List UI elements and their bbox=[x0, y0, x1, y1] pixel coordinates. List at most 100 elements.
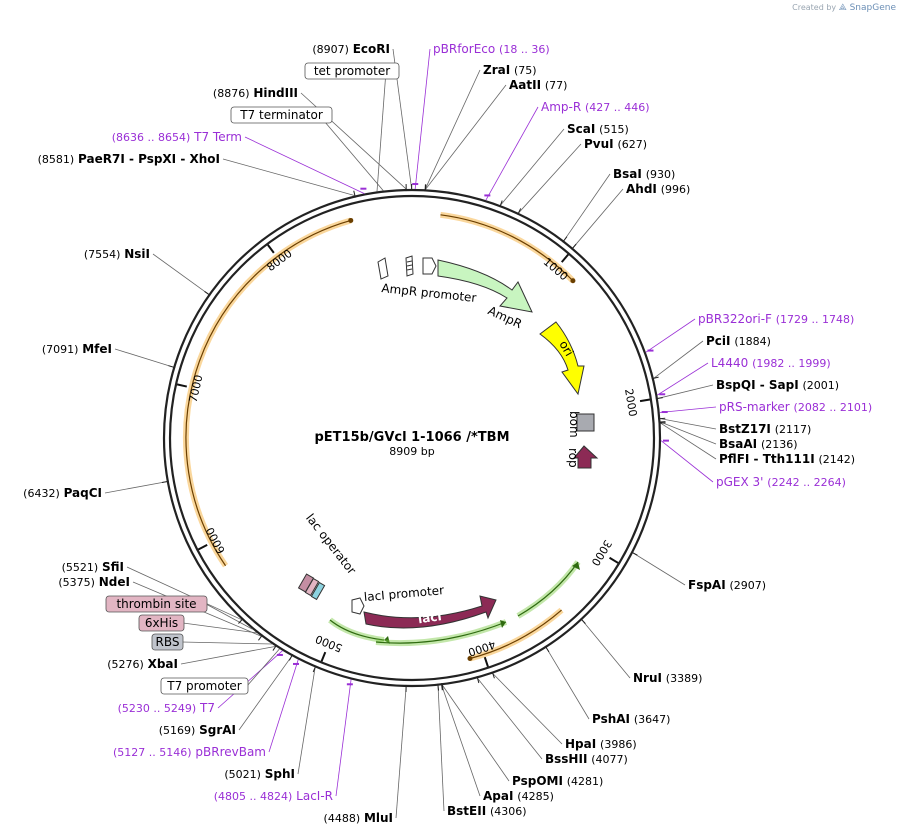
svg-text:(5127 .. 5146) pBRrevBam: (5127 .. 5146) pBRrevBam bbox=[113, 745, 266, 759]
svg-text:(8581) PaeR7I - PspXI -: (8581) PaeR7I - PspXI - XhoI bbox=[38, 152, 220, 166]
feature-box-t7-promoter[interactable]: T7 promoter bbox=[160, 677, 249, 695]
enzyme-ahdi[interactable]: AhdI (996) bbox=[626, 182, 690, 196]
enzyme-paer7i-pspxi-xhoi[interactable]: (8581) PaeR7I - PspXI - XhoI bbox=[38, 152, 220, 166]
primer-t7-term[interactable]: (8636 .. 8654) T7 Term bbox=[112, 130, 242, 144]
enzyme-pvui-name: PvuI bbox=[584, 137, 614, 151]
primer-prs-marker-range: (2082 .. 2101) bbox=[794, 401, 873, 414]
enzyme-paqci[interactable]: (6432) PaqCI bbox=[23, 486, 102, 500]
feature-box-tet-promoter[interactable]: tet promoter bbox=[304, 62, 400, 80]
snapgene-credit: Created by ⟁ SnapGene bbox=[792, 3, 896, 13]
primer-l4440[interactable]: L4440 (1982 .. 1999) bbox=[711, 356, 831, 370]
enzyme-nrui-position: (3389) bbox=[666, 672, 703, 685]
svg-text:BsaI (930): BsaI (930) bbox=[613, 167, 675, 181]
enzyme-pvui[interactable]: PvuI (627) bbox=[584, 137, 647, 151]
primer-pbrforeco[interactable]: pBRforEco (18 .. 36) bbox=[433, 42, 550, 56]
enzyme-bsteii-name: BstEII bbox=[447, 804, 486, 818]
feature-box-thrombin-site[interactable]: thrombin site bbox=[105, 595, 208, 613]
feature-box-t7-terminator[interactable]: T7 terminator bbox=[230, 106, 333, 124]
enzyme-hpai[interactable]: HpaI (3986) bbox=[565, 737, 637, 751]
bom-label: bom bbox=[567, 411, 581, 438]
green-feature-3[interactable] bbox=[516, 560, 581, 619]
feature-box-6xhis[interactable]: 6xHis bbox=[138, 614, 185, 632]
primer-amp-r[interactable]: Amp-R (427 .. 446) bbox=[541, 100, 650, 114]
enzyme-xbai-name: XbaI bbox=[148, 657, 178, 671]
enzyme-nrui[interactable]: NruI (3389) bbox=[633, 671, 702, 685]
feature-box-rbs[interactable]: RBS bbox=[151, 633, 184, 651]
enzyme-mlui[interactable]: (4488) MluI bbox=[324, 811, 393, 825]
enzyme-mfei[interactable]: (7091) MfeI bbox=[42, 342, 112, 356]
primer-pgex-3-name: pGEX 3' bbox=[716, 475, 763, 489]
snapgene-logo-icon: ⟁ SnapGene bbox=[838, 3, 896, 13]
enzyme-pcii-name: PciI bbox=[706, 334, 731, 348]
enzyme-ndei[interactable]: (5375) NdeI bbox=[58, 575, 130, 589]
primer-pbr322ori-f[interactable]: pBR322ori-F (1729 .. 1748) bbox=[698, 312, 854, 326]
primer-l4440-name: L4440 bbox=[711, 356, 748, 370]
enzyme-pflfi-tth111i[interactable]: PflFI - Tth111I (2142) bbox=[719, 452, 855, 466]
primer-laci-r[interactable]: (4805 .. 4824) LacI-R bbox=[214, 789, 333, 803]
enzyme-pspomi-position: (4281) bbox=[567, 775, 604, 788]
enzyme-sgrai[interactable]: (5169) SgrAI bbox=[159, 723, 236, 737]
enzyme-xbai[interactable]: (5276) XbaI bbox=[107, 657, 178, 671]
enzyme-aatii[interactable]: AatII (77) bbox=[509, 78, 567, 92]
enzyme-sphi-name: SphI bbox=[265, 767, 295, 781]
svg-text:L4440 (1982 .. 1999): L4440 (1982 .. 1999) bbox=[711, 356, 831, 370]
enzyme-nsii[interactable]: (7554) NsiI bbox=[84, 247, 150, 261]
laci-feature[interactable] bbox=[363, 595, 497, 629]
enzyme-ahdi-name: AhdI bbox=[626, 182, 657, 196]
svg-text:AatII (77): AatII (77) bbox=[509, 78, 567, 92]
svg-text:(4488) MluI: (4488) MluI bbox=[324, 811, 393, 825]
enzyme-zrai[interactable]: ZraI (75) bbox=[483, 63, 537, 77]
primer-t7[interactable]: (5230 .. 5249) T7 bbox=[118, 701, 215, 715]
enzyme-bsteii[interactable]: BstEII (4306) bbox=[447, 804, 527, 818]
t7-terminator-glyph bbox=[405, 255, 414, 277]
enzyme-ecori-name: EcoRI bbox=[353, 42, 390, 56]
tick-label-3000: 3000 bbox=[589, 537, 615, 568]
enzyme-sphi[interactable]: (5021) SphI bbox=[224, 767, 295, 781]
enzyme-fspai[interactable]: FspAI (2907) bbox=[688, 578, 766, 592]
enzyme-mlui-name: MluI bbox=[364, 811, 393, 825]
feature-box-6xhis-label: 6xHis bbox=[145, 616, 178, 630]
enzyme-bspqi-sapi-position: (2001) bbox=[803, 379, 840, 392]
primer-amp-r-name: Amp-R bbox=[541, 100, 581, 114]
svg-text:(8907) EcoRI: (8907) EcoRI bbox=[312, 42, 390, 56]
primer-pbrrevbam[interactable]: (5127 .. 5146) pBRrevBam bbox=[113, 745, 266, 759]
enzyme-bspqi-sapi[interactable]: BspQI - SapI (2001) bbox=[716, 378, 839, 392]
ori-feature[interactable] bbox=[539, 321, 585, 396]
lac-operator-feature[interactable] bbox=[297, 573, 326, 601]
ampr-promoter-feature[interactable] bbox=[422, 257, 437, 275]
bom-feature[interactable] bbox=[576, 413, 595, 432]
svg-text:BsaAI (2136): BsaAI (2136) bbox=[719, 437, 798, 451]
enzyme-apai[interactable]: ApaI (4285) bbox=[483, 789, 554, 803]
enzyme-sfii-name: SfiI bbox=[102, 560, 124, 574]
rop-feature[interactable] bbox=[572, 445, 599, 469]
enzyme-pspomi[interactable]: PspOMI (4281) bbox=[512, 774, 603, 788]
tick-2000 bbox=[639, 398, 651, 403]
enzyme-bsshii[interactable]: BssHII (4077) bbox=[545, 752, 628, 766]
enzyme-bstz17i-position: (2117) bbox=[775, 423, 812, 436]
enzyme-ecori[interactable]: (8907) EcoRI bbox=[312, 42, 390, 56]
enzyme-bstz17i-name: BstZ17I bbox=[719, 422, 771, 436]
ampr-feature[interactable] bbox=[437, 259, 533, 313]
enzyme-scai[interactable]: ScaI (515) bbox=[567, 122, 629, 136]
svg-text:(5169) SgrAI: (5169) SgrAI bbox=[159, 723, 236, 737]
primer-pgex-3[interactable]: pGEX 3' (2242 .. 2264) bbox=[716, 475, 846, 489]
enzyme-pcii[interactable]: PciI (1884) bbox=[706, 334, 771, 348]
laci-promoter-feature[interactable] bbox=[351, 597, 365, 615]
enzyme-sgrai-position: (5169) bbox=[159, 724, 196, 737]
orf-arc-left[interactable] bbox=[183, 217, 352, 568]
enzyme-bsaai[interactable]: BsaAI (2136) bbox=[719, 437, 798, 451]
enzyme-hindiii[interactable]: (8876) HindIII bbox=[213, 86, 298, 100]
enzyme-pshai[interactable]: PshAI (3647) bbox=[592, 712, 670, 726]
primer-prs-marker[interactable]: pRS-marker (2082 .. 2101) bbox=[719, 400, 872, 414]
feature-box-t7-promoter-label: T7 promoter bbox=[166, 679, 242, 693]
enzyme-paqci-position: (6432) bbox=[23, 487, 60, 500]
enzyme-mfei-name: MfeI bbox=[82, 342, 112, 356]
enzyme-sfii[interactable]: (5521) SfiI bbox=[62, 560, 124, 574]
enzyme-bstz17i[interactable]: BstZ17I (2117) bbox=[719, 422, 811, 436]
feature-box-thrombin-site-label: thrombin site bbox=[116, 597, 196, 611]
enzyme-bsai[interactable]: BsaI (930) bbox=[613, 167, 675, 181]
enzyme-pflfi-tth111i-name: PflFI - Tth111I bbox=[719, 452, 815, 466]
tick-7000 bbox=[176, 383, 188, 388]
primer-t7-name: T7 bbox=[199, 701, 215, 715]
enzyme-paer7i-pspxi-xhoi-position: (8581) bbox=[38, 153, 75, 166]
